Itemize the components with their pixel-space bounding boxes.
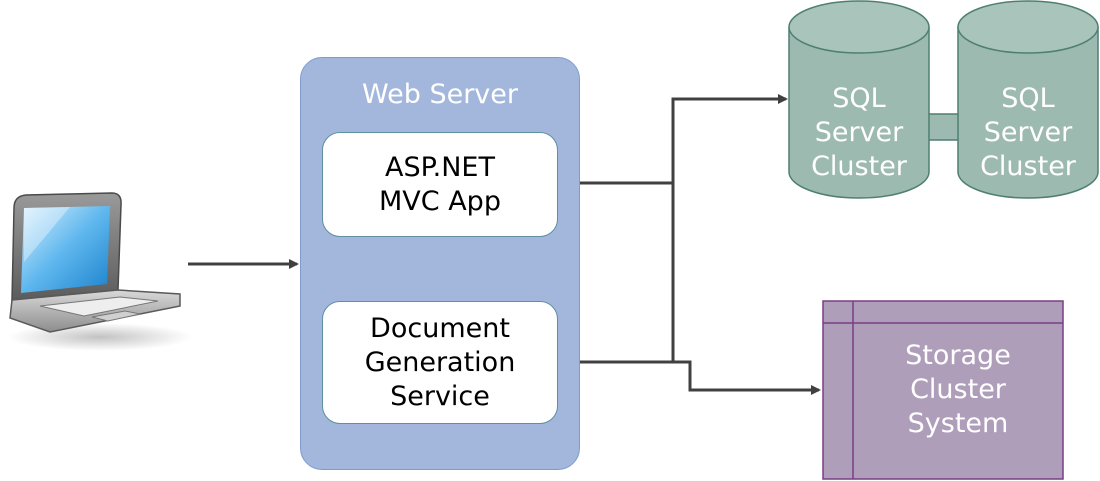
mvc-to-sql-connector (557, 94, 788, 185)
sql-right-line2: Server (983, 117, 1073, 148)
sql-right-line3: Cluster (980, 151, 1076, 182)
doc-service-box: Document Generation Service (322, 301, 558, 424)
sql-left-line1: SQL (832, 83, 886, 114)
sql-left-line2: Server (814, 117, 904, 148)
sql-cylinder-left (788, 0, 930, 199)
sql-cluster-left-label: SQL Server Cluster (789, 82, 929, 184)
sql-cluster-right-label: SQL Server Cluster (958, 82, 1098, 184)
laptop-icon (8, 192, 192, 351)
mvc-app-box: ASP.NET MVC App (322, 132, 558, 237)
doc-service-line3: Service (390, 380, 490, 412)
sql-left-line3: Cluster (811, 151, 907, 182)
storage-line2: Cluster (910, 374, 1006, 405)
storage-line1: Storage (905, 340, 1011, 371)
mvc-app-line2: MVC App (379, 185, 501, 217)
service-to-junction-connector (557, 360, 821, 395)
storage-label: Storage Cluster System (853, 339, 1063, 441)
mvc-app-line1: ASP.NET (384, 151, 495, 183)
doc-service-line2: Generation (364, 346, 516, 378)
storage-line3: System (907, 408, 1009, 439)
web-server-label: Web Server (362, 79, 518, 110)
doc-service-line1: Document (370, 312, 510, 344)
sql-cylinder-right (957, 0, 1099, 199)
storage-box (822, 300, 1064, 480)
sql-right-line1: SQL (1001, 83, 1055, 114)
